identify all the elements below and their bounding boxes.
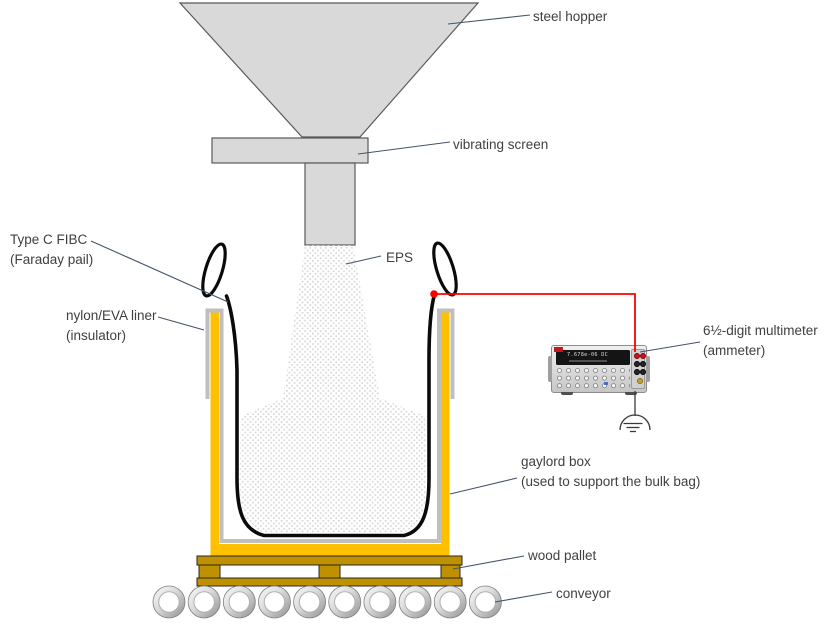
input-jack-black-3 xyxy=(634,369,640,375)
conveyor-roller xyxy=(187,585,221,619)
gaylord-right-wall xyxy=(441,311,450,544)
fibc-bag-shape xyxy=(224,292,437,538)
leader-lines xyxy=(90,14,701,603)
label-vibrating-screen: vibrating screen xyxy=(453,137,549,152)
red-test-lead-wire xyxy=(434,293,636,352)
hopper-spout-shape xyxy=(304,162,356,246)
pallet-block xyxy=(318,564,341,579)
meter-foot xyxy=(625,392,637,395)
gaylord-box-shape xyxy=(210,311,450,556)
conveyor-roller xyxy=(433,585,467,619)
label-conveyor: conveyor xyxy=(556,586,611,601)
label-fibc: Type C FIBC (Faraday pail) xyxy=(10,230,93,270)
meter-right-bumper xyxy=(646,356,650,382)
label-liner-line1: nylon/EVA liner xyxy=(66,308,157,323)
leader-conveyor xyxy=(494,591,553,603)
conveyor-roller xyxy=(363,585,397,619)
bag-handle-right xyxy=(432,241,458,297)
vibrating-screen-shape xyxy=(211,137,369,164)
conveyor-roller-bore xyxy=(228,591,251,613)
conveyor-roller xyxy=(293,585,327,619)
bag-handle-left xyxy=(201,242,227,298)
input-jack-red-lo xyxy=(640,353,646,359)
conveyor-roller xyxy=(258,585,291,619)
label-multimeter-line2: (ammeter) xyxy=(703,343,766,358)
conveyor-roller xyxy=(468,585,502,619)
leader-steel-hopper xyxy=(447,14,531,25)
conveyor-roller-bore xyxy=(193,591,215,613)
leader-gaylord xyxy=(449,477,518,495)
leader-wood-pallet xyxy=(452,555,525,570)
meter-reading: 7.678e-06 DC xyxy=(567,352,609,358)
label-steel-hopper: steel hopper xyxy=(533,9,608,24)
leader-eps xyxy=(345,255,382,265)
leader-multimeter xyxy=(639,341,701,353)
input-jack-red-hi xyxy=(634,353,640,359)
conveyor-roller xyxy=(222,585,256,619)
label-liner-line2: (insulator) xyxy=(66,328,127,343)
wire-connection-dot xyxy=(430,290,438,298)
ground-symbol xyxy=(619,391,651,433)
gaylord-left-wall xyxy=(210,311,219,544)
ground-arc xyxy=(619,414,651,431)
eps-material-fill xyxy=(239,245,427,533)
conveyor-roller-bore xyxy=(369,591,391,613)
input-jack-gold xyxy=(637,378,643,384)
label-fibc-line1: Type C FIBC xyxy=(10,232,88,247)
input-jack-black-2 xyxy=(640,361,646,367)
gaylord-bottom xyxy=(210,544,450,556)
input-jack-black-1 xyxy=(634,361,640,367)
conveyor-roller-bore xyxy=(334,591,356,613)
wood-pallet-shape xyxy=(196,555,463,587)
steel-hopper-shape xyxy=(178,2,480,138)
label-gaylord-line2: (used to support the bulk bag) xyxy=(521,474,701,489)
label-fibc-line2: (Faraday pail) xyxy=(10,252,94,267)
label-gaylord-line1: gaylord box xyxy=(521,454,591,469)
leader-fibc xyxy=(90,240,229,303)
label-multimeter: 6½-digit multimeter (ammeter) xyxy=(703,321,818,361)
pallet-bottom-board xyxy=(196,577,463,587)
multimeter-device: 7.678e-06 DC xyxy=(548,345,650,395)
meter-jack-panel xyxy=(631,349,646,389)
leader-vibrating-screen xyxy=(357,141,451,155)
conveyor-roller xyxy=(328,585,362,619)
conveyor-roller-bore xyxy=(474,591,497,613)
meter-secondary-readout xyxy=(569,360,607,362)
meter-blue-key xyxy=(604,382,608,385)
leader-liner xyxy=(157,316,205,331)
liner-shape xyxy=(205,308,455,543)
meter-left-bumper xyxy=(548,356,552,382)
conveyor-rollers xyxy=(152,585,502,619)
meter-foot xyxy=(561,392,573,395)
label-wood-pallet: wood pallet xyxy=(528,548,597,563)
label-multimeter-line1: 6½-digit multimeter xyxy=(703,323,818,338)
meter-display: 7.678e-06 DC xyxy=(556,350,630,365)
brand-badge xyxy=(554,347,563,352)
conveyor-roller xyxy=(398,585,432,619)
pallet-block xyxy=(440,564,461,579)
conveyor-roller-bore xyxy=(158,591,180,613)
label-liner: nylon/EVA liner (insulator) xyxy=(66,306,157,346)
conveyor-roller-bore xyxy=(298,591,321,613)
pallet-top-board xyxy=(196,555,463,566)
input-jack-black-4 xyxy=(640,369,646,375)
label-gaylord: gaylord box (used to support the bulk ba… xyxy=(521,452,700,492)
conveyor-roller-bore xyxy=(263,591,286,613)
pallet-block xyxy=(198,564,221,579)
meter-keypad xyxy=(556,367,630,390)
conveyor-roller-bore xyxy=(404,591,426,613)
conveyor-roller xyxy=(152,585,186,619)
conveyor-roller-bore xyxy=(439,591,461,613)
label-eps: EPS xyxy=(386,250,414,265)
